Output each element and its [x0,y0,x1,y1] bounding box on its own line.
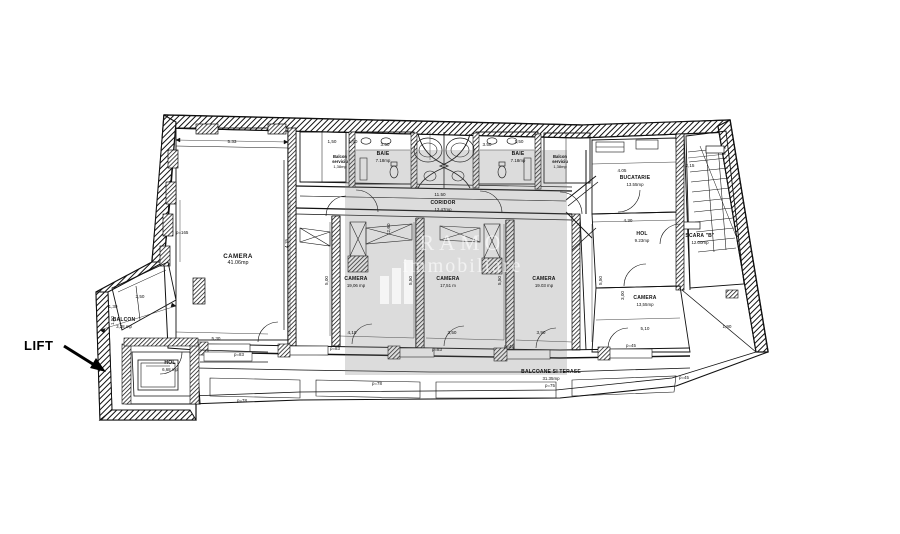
room-area: 13,55mp [636,301,654,307]
dimension-label: 5.33 [227,139,237,144]
dimension-label-vertical: 1,50 [110,316,115,325]
window-parapet-mark: p=45 [626,343,636,348]
dimension-label: 5,10 [640,326,650,331]
window-parapet-mark: p=78 [237,398,247,403]
room-area: 1,38mp [333,163,347,169]
room-name: BUCATARIE [619,175,651,181]
dimension-label: 3,90 [536,330,546,335]
room-name: BAIE [376,151,390,157]
room-name: CAMERA [633,295,657,301]
dimension-label: 11.50 [434,192,446,197]
dimension-label: 5,30 [211,336,221,341]
window-parapet-mark: p=45 [504,344,514,349]
room-name: CAMERA [436,276,460,282]
dimension-label-vertical: 5,00 [324,276,329,285]
dimension-label: 1,50 [327,139,337,144]
room-area: 7.18mp [510,157,526,163]
dimension-label: 1,90 [722,324,732,329]
window-parapet-mark: p=83 [234,352,244,357]
dimension-label: 2,50 [135,294,145,299]
dimension-label: 1,30 [108,304,118,309]
room-area: 7.18mp [375,157,391,163]
room-name: HOL [164,360,176,366]
dimension-label-vertical: 3,00 [620,291,625,300]
room-name: CAMERA [532,276,556,282]
room-area: 6,68 mp [162,366,178,372]
window-parapet-mark: p=75 [545,383,555,388]
room-name: SCARA "B" [685,233,715,239]
lift-callout-label: LIFT [24,338,54,353]
dimension-label: 4,10 [347,330,357,335]
dimension-label: 1,50 [514,139,524,144]
room-name: BALCOANE SI TERASE [521,369,581,375]
room-area: 3,28 mp [116,323,132,329]
dimension-label: 3.50 [380,142,390,147]
room-area: 1,38mp [553,163,567,169]
dimension-label-vertical: 5,50 [598,276,603,285]
window-parapet-mark: p=83 [330,346,340,351]
room-area: 12.00mp [691,239,709,245]
window-parapet-mark: p=78 [372,381,382,386]
room-name: CORIDOR [430,200,456,206]
window-parapet-mark: p=45 [679,375,689,380]
room-name: CAMERA [223,253,253,260]
room-area: 19.03 mp [534,282,554,288]
dimension-label-vertical: 5,50 [497,276,502,285]
room-area: 9.23mp [634,237,650,243]
dimension-label: 2,15 [685,163,695,168]
room-area: 13.55mp [626,181,644,187]
room-area: 19,06 mp [346,282,366,288]
dimension-label: 1,50 [348,139,358,144]
window-parapet-mark: p=83 [432,347,442,352]
room-area: 17,51 m [440,282,456,288]
room-name: HOL [636,231,648,237]
dimension-label-vertical: 4,15 [284,239,289,248]
dimension-label-vertical: 5,50 [408,276,413,285]
dimension-label: 3.50 [482,142,492,147]
dimension-label: 4.05 [617,168,627,173]
room-name: CAMERA [344,276,368,282]
dimension-label: 4.30 [623,218,633,223]
room-area: 31.35mp [542,375,560,381]
room-name: BALCON [112,317,136,323]
room-name: BAIE [511,151,525,157]
room-area: 41.06mp [227,260,249,267]
arrow-right-icon [63,344,106,372]
dimension-label-vertical: 12,60 [386,223,391,236]
room-label-scara-b: SCARA "B"12.00mp [685,233,715,245]
window-parapet-mark: p=165 [176,230,189,235]
dimension-label: 3,50 [447,330,457,335]
room-area: 13.47mp [434,206,452,212]
